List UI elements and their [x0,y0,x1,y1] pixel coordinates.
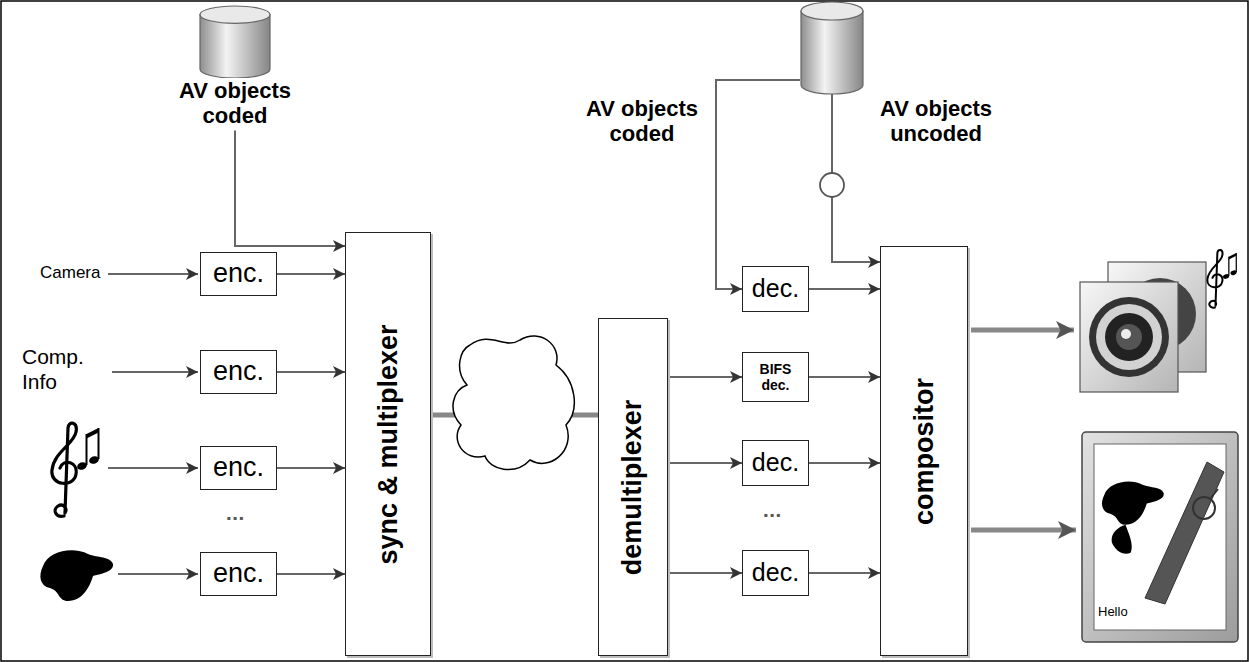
screen-text: Hello [1098,604,1128,619]
connector [809,572,880,574]
speaker-cone [1116,324,1142,350]
encoder-box: enc. [200,446,277,490]
speaker-cone [1089,297,1169,377]
storage-label: AV objects coded [160,78,310,129]
connector [809,462,880,464]
music-icon [1207,250,1237,308]
speaker-cone [1121,329,1131,339]
box-label: compositor [909,377,940,524]
storage-access-circle [820,173,844,197]
cylinder-top [200,6,270,23]
screen-icon [1082,432,1238,642]
cylinder-shape [800,2,864,94]
input-arrows [108,274,198,574]
cylinder-body [200,15,270,78]
connector [809,288,880,290]
output-arrow [971,328,1074,333]
screen-silhouette [1102,482,1164,554]
encoder-box: enc. [200,350,277,394]
connector [809,376,880,378]
connector [235,131,345,246]
storage-cylinder: AV objects coded [160,6,310,129]
storage-label: AV objects uncoded [870,96,1002,147]
screen-cursor [1193,497,1215,519]
connector [277,371,345,373]
box-label: dec. [748,275,803,303]
network-cloud [453,336,574,470]
demultiplexer-bar: demultiplexer [598,318,668,656]
video-object-silhouette [40,550,113,601]
input-label: Comp. Info [22,344,96,394]
ellipsis-dots: ▪▪▪ [742,508,804,522]
input-arrow [108,467,198,469]
connector [277,273,345,275]
speaker-icon [1080,262,1206,392]
screen-frame [1082,432,1238,642]
box-label: enc. [206,259,271,289]
multiplexer-bar: sync & multiplexer [345,232,431,656]
box-label: demultiplexer [618,399,649,575]
box-label: sync & multiplexer [373,324,404,564]
connector [716,80,800,289]
connector [277,573,345,575]
box-label: enc. [206,453,271,483]
box-label: enc. [206,559,271,589]
encoder-box: enc. [200,552,277,596]
cylinder-shape [199,6,271,78]
connector [277,467,345,469]
decoder-box: dec. [742,266,809,312]
box-label: enc. [206,357,271,387]
encoder-box: enc. [200,252,277,296]
screen-cursor [1210,489,1218,499]
decoder-box: dec. [742,550,809,596]
screen-area [1094,444,1226,630]
input-arrow [108,273,198,275]
ellipsis-dots: ▪▪▪ [206,511,266,525]
screen-bar [1145,462,1224,604]
cylinder-top [801,2,863,20]
cylinder-body [801,11,863,94]
decoder-box: dec. [742,440,809,486]
music-icon [52,423,100,516]
storage-cylinder: AV objects codedAV objects uncoded [800,2,864,94]
connector [668,376,742,378]
connector [668,462,742,464]
decoder-box: BIFS dec. [742,352,809,402]
speaker-card [1080,282,1178,392]
box-label: dec. [748,559,803,587]
output-arrow [971,528,1076,533]
storage-label: AV objects coded [576,96,708,147]
input-arrow [112,371,198,373]
output-arrows [971,330,1076,530]
box-label: dec. [748,449,803,477]
compositor-bar: compositor [880,246,968,656]
input-arrow [118,573,198,575]
input-label: Camera [40,263,100,283]
speaker-cone [1105,313,1153,361]
connector [668,572,742,574]
speaker-cone [1096,304,1162,370]
box-label: BIFS dec. [748,361,803,393]
